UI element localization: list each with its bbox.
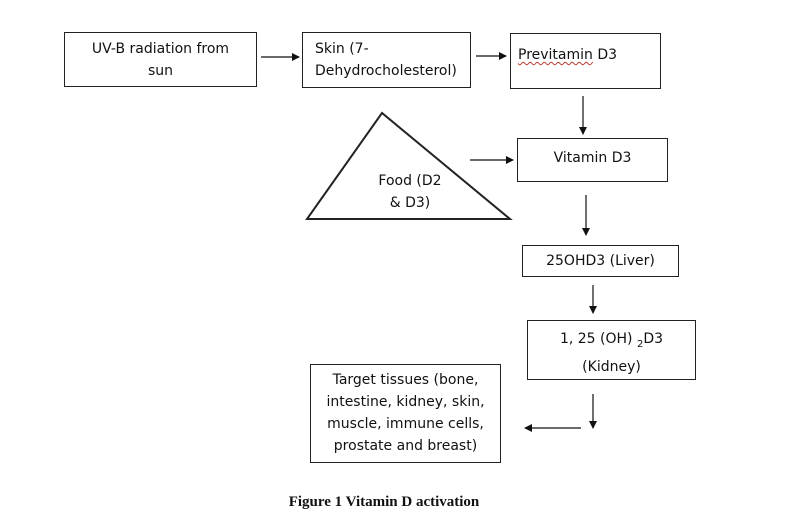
previtamin-word: Previtamin (518, 47, 593, 63)
calcitriol-suffix: D3 (643, 331, 664, 347)
food-label: Food (D2 & D3) (360, 170, 460, 214)
uvb-line2: sun (147, 63, 174, 79)
food-line1: Food (D2 (378, 173, 442, 189)
calcitriol-kidney-box: 1, 25 (OH) 2D3 (Kidney) (527, 320, 696, 380)
25ohd3-label: 25OHD3 (Liver) (546, 253, 655, 269)
target-line3: muscle, immune cells, (327, 416, 484, 432)
calcitriol-subscript: 2 (636, 338, 644, 350)
food-triangle (305, 111, 513, 220)
previtamin-d3-box: Previtamin D3 (510, 33, 661, 89)
skin-line2: Dehydrocholesterol) (315, 63, 457, 79)
calcitriol-prefix: 1, 25 (OH) (559, 331, 637, 347)
25ohd3-liver-box: 25OHD3 (Liver) (522, 245, 679, 277)
previtamin-suffix: D3 (592, 47, 618, 63)
uvb-radiation-box: UV-B radiation from sun (64, 32, 257, 87)
vitamin-d3-label: Vitamin D3 (553, 150, 632, 166)
skin-box: Skin (7- Dehydrocholesterol) (302, 32, 471, 88)
target-tissues-box: Target tissues (bone, intestine, kidney,… (310, 364, 501, 463)
uvb-line1: UV-B radiation from (91, 41, 230, 57)
figure-caption: Figure 1 Vitamin D activation (288, 494, 480, 510)
calcitriol-line2: (Kidney) (582, 358, 641, 375)
food-line2: & D3) (389, 195, 431, 211)
target-line2: intestine, kidney, skin, (326, 394, 485, 410)
target-line1: Target tissues (bone, (332, 372, 479, 388)
skin-line1: Skin (7- (315, 41, 369, 57)
vitamin-d3-box: Vitamin D3 (517, 138, 668, 182)
calcitriol-line1: 1, 25 (OH) 2D3 (528, 328, 695, 356)
target-line4: prostate and breast) (333, 438, 478, 454)
